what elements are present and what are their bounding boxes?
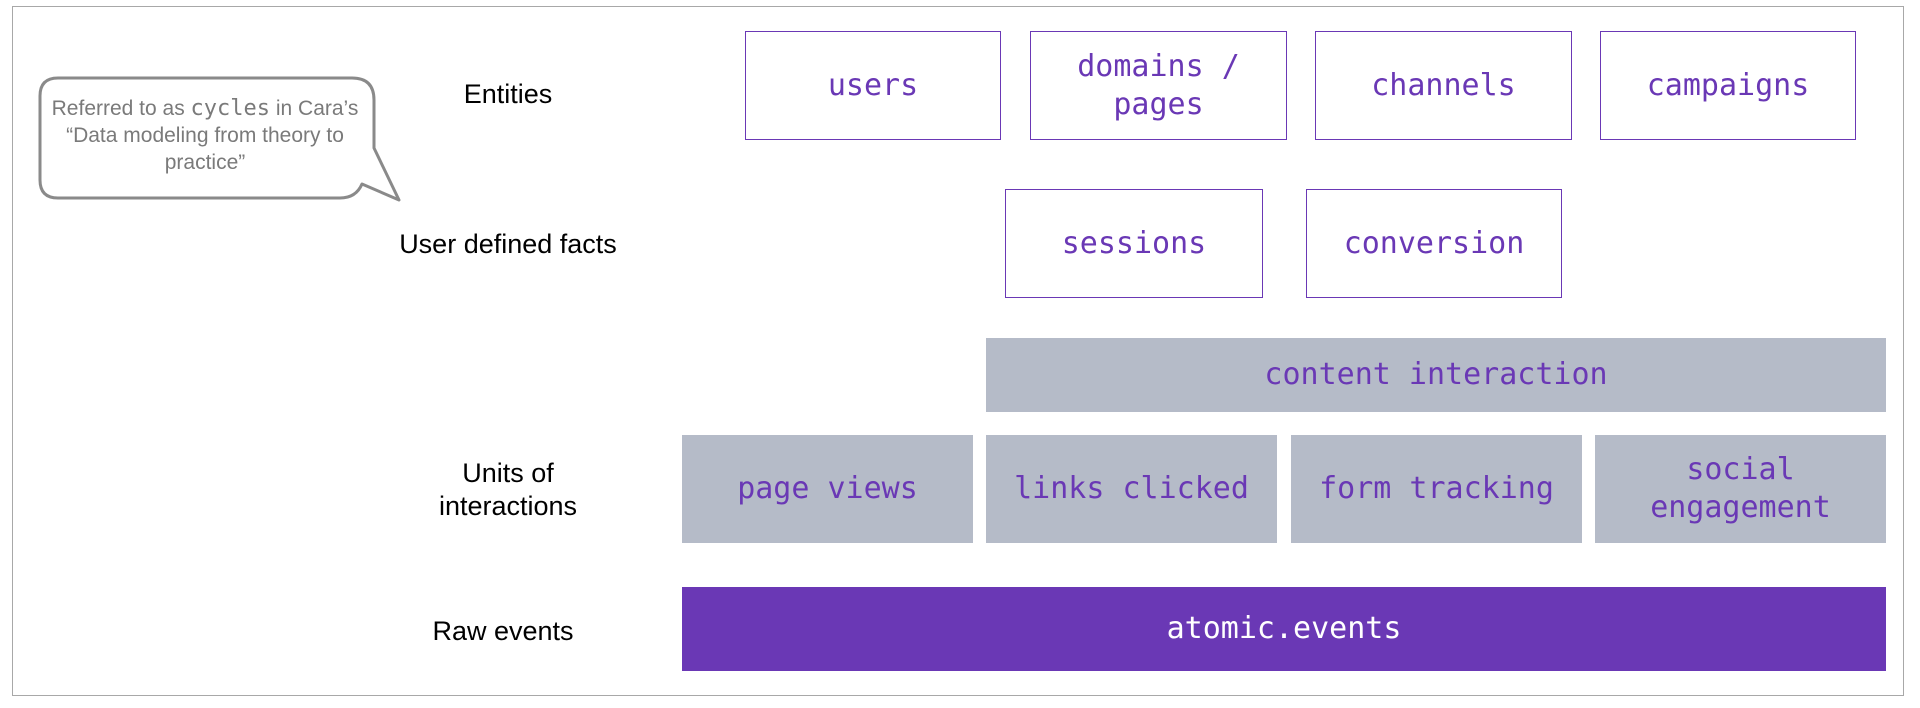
unit-box-social-engagement: social engagement bbox=[1595, 435, 1886, 543]
fact-box-sessions: sessions bbox=[1005, 189, 1263, 298]
label-units-of-interactions: Units of interactions bbox=[438, 458, 578, 521]
fact-box-conversion: conversion bbox=[1306, 189, 1562, 298]
content-interaction-box: content interaction bbox=[986, 338, 1886, 412]
unit-box-page-views: page views bbox=[682, 435, 973, 543]
entity-box-campaigns: campaigns bbox=[1600, 31, 1856, 140]
unit-box-links-clicked: links clicked bbox=[986, 435, 1277, 543]
label-user-defined-facts: User defined facts bbox=[399, 229, 617, 259]
entity-box-channels: channels bbox=[1315, 31, 1572, 140]
callout-code: cycles bbox=[190, 96, 271, 121]
callout-bubble bbox=[38, 76, 401, 202]
entity-box-domains-pages: domains / pages bbox=[1030, 31, 1287, 140]
label-entities: Entities bbox=[463, 79, 553, 109]
label-raw-events: Raw events bbox=[432, 616, 574, 646]
unit-box-form-tracking: form tracking bbox=[1291, 435, 1582, 543]
raw-events-box: atomic.events bbox=[682, 587, 1886, 671]
callout-suffix: in Cara’s “Data modeling from theory to … bbox=[66, 97, 359, 174]
entity-box-users: users bbox=[745, 31, 1001, 140]
callout-text: Referred to as cycles in Cara’s “Data mo… bbox=[50, 95, 360, 176]
callout-prefix: Referred to as bbox=[51, 97, 191, 120]
callout-outline bbox=[38, 76, 401, 202]
